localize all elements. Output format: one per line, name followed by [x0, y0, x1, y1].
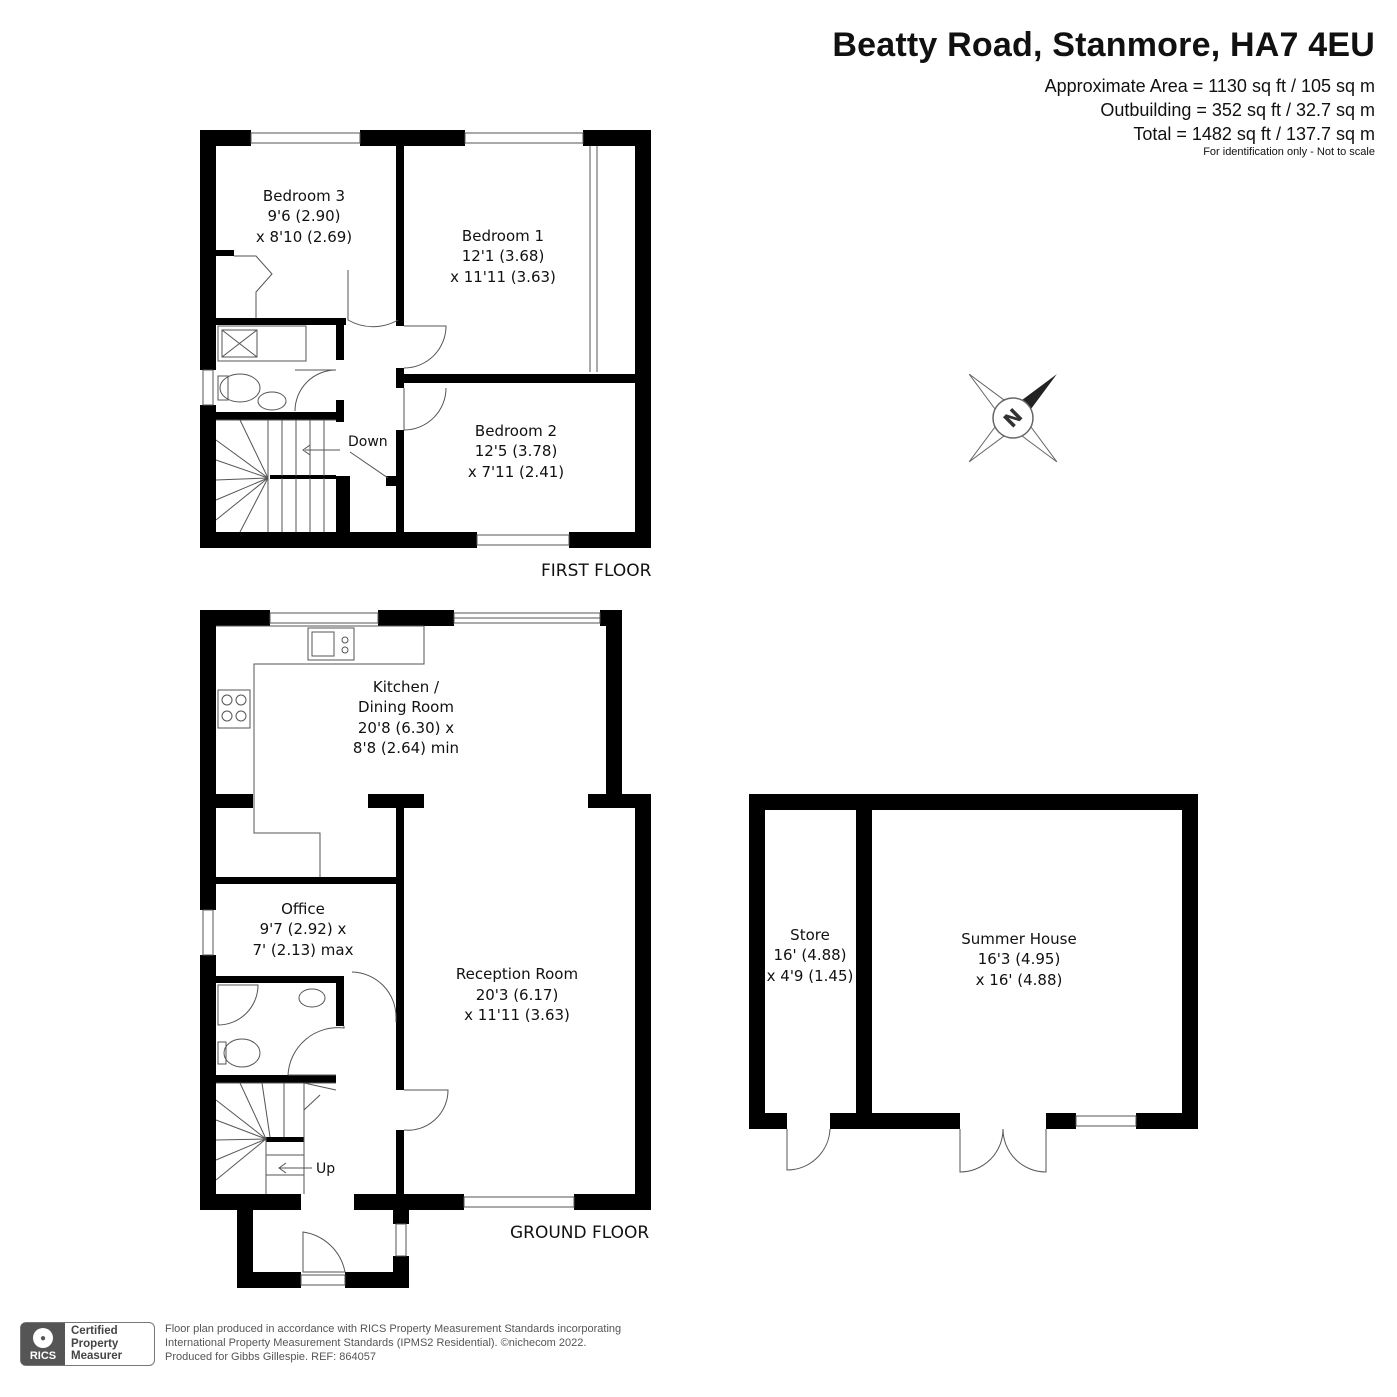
- kitchen-name-1: Kitchen /: [373, 678, 440, 696]
- approximate-area: Approximate Area = 1130 sq ft / 105 sq m: [1044, 76, 1375, 96]
- outbuilding-labels: Store 16' (4.88) x 4'9 (1.45) Summer Hou…: [767, 926, 1077, 989]
- reception-dim2: x 11'11 (3.63): [464, 1006, 570, 1024]
- rics-certified-measurer-logo: ● RICS Certified Property Measurer: [20, 1322, 155, 1366]
- first-floor-plan: [200, 130, 651, 548]
- store-dim2: x 4'9 (1.45): [767, 967, 854, 985]
- logo-text-line-1: Certified: [71, 1325, 118, 1337]
- rics-logo-text: Certified Property Measurer: [65, 1323, 122, 1365]
- rics-badge-text: RICS: [29, 1350, 57, 1362]
- summer-house-name: Summer House: [961, 930, 1076, 948]
- property-title: Beatty Road, Stanmore, HA7 4EU: [832, 26, 1375, 64]
- ground-floor-label: GROUND FLOOR: [510, 1223, 649, 1243]
- store-name: Store: [790, 926, 830, 944]
- bedroom2-name: Bedroom 2: [475, 422, 557, 440]
- rics-emblem-icon: ●: [33, 1328, 53, 1348]
- footer-disclaimer: Floor plan produced in accordance with R…: [165, 1322, 621, 1364]
- total-area: Total = 1482 sq ft / 137.7 sq m: [1133, 124, 1375, 144]
- logo-text-line-3: Measurer: [71, 1350, 123, 1362]
- ground-floor-labels: Kitchen / Dining Room 20'8 (6.30) x 8'8 …: [253, 678, 650, 1243]
- reception-dim1: 20'3 (6.17): [476, 986, 559, 1004]
- store-dim1: 16' (4.88): [773, 946, 846, 964]
- first-floor-fixtures: [202, 132, 598, 546]
- kitchen-name-2: Dining Room: [358, 698, 454, 716]
- bedroom1-dim1: 12'1 (3.68): [462, 247, 545, 265]
- bedroom2-dim2: x 7'11 (2.41): [468, 463, 564, 481]
- reception-name: Reception Room: [456, 965, 578, 983]
- stairs-down-label: Down: [348, 434, 388, 450]
- first-floor-label: FIRST FLOOR: [541, 561, 652, 581]
- outbuilding-area: Outbuilding = 352 sq ft / 32.7 sq m: [1100, 100, 1375, 120]
- bedroom1-dim2: x 11'11 (3.63): [450, 268, 556, 286]
- first-floor-labels: Bedroom 3 9'6 (2.90) x 8'10 (2.69) Bedro…: [256, 187, 652, 581]
- outbuilding-fixtures: [786, 1115, 1137, 1173]
- compass-icon: N: [968, 373, 1058, 463]
- office-name: Office: [281, 900, 325, 918]
- outbuilding-plan: [749, 794, 1198, 1129]
- office-dim2: 7' (2.13) max: [253, 941, 354, 959]
- kitchen-dim2: 8'8 (2.64) min: [353, 739, 459, 757]
- bedroom2-dim1: 12'5 (3.78): [475, 442, 558, 460]
- footer-line-2: International Property Measurement Stand…: [165, 1337, 587, 1349]
- rics-badge: ● RICS: [21, 1323, 65, 1365]
- stairs-up-label: Up: [316, 1161, 335, 1177]
- footer-line-1: Floor plan produced in accordance with R…: [165, 1323, 622, 1335]
- logo-text-line-2: Property: [71, 1337, 119, 1350]
- ground-floor-fixtures: [202, 612, 601, 1286]
- bedroom3-dim1: 9'6 (2.90): [267, 207, 340, 225]
- footer-line-3: Produced for Gibbs Gillespie. REF: 86405…: [165, 1351, 376, 1363]
- bedroom3-dim2: x 8'10 (2.69): [256, 228, 352, 246]
- kitchen-dim1: 20'8 (6.30) x: [358, 719, 454, 737]
- office-dim1: 9'7 (2.92) x: [260, 920, 347, 938]
- bedroom1-name: Bedroom 1: [462, 227, 544, 245]
- ground-floor-plan: [200, 610, 651, 1288]
- bedroom3-name: Bedroom 3: [263, 187, 345, 205]
- scale-disclaimer: For identification only - Not to scale: [1203, 146, 1375, 158]
- summer-house-dim1: 16'3 (4.95): [978, 950, 1061, 968]
- summer-house-dim2: x 16' (4.88): [976, 971, 1063, 989]
